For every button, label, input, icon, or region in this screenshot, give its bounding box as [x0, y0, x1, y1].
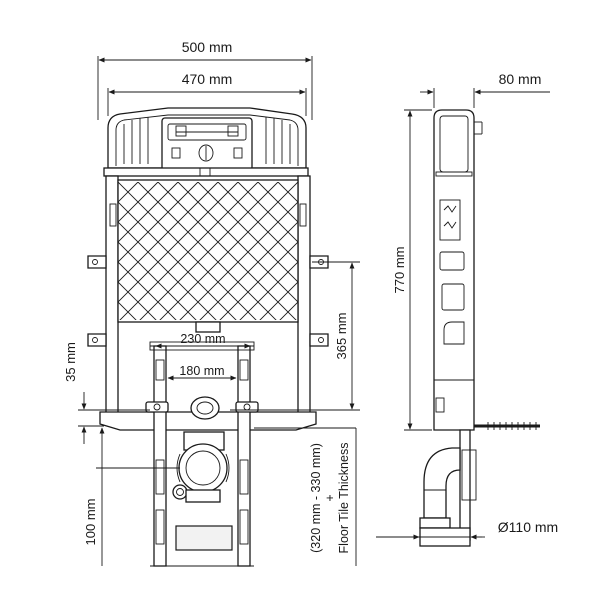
dim-365: 365 mm	[334, 313, 349, 360]
front-dimensions: 500 mm 470 mm 230 mm 180 mm 365 mm 35 mm…	[63, 39, 360, 566]
dim-180: 180 mm	[179, 364, 224, 378]
side-view	[419, 109, 540, 547]
dim-80: 80 mm	[499, 71, 542, 87]
left-wall-bracket-lower	[87, 333, 107, 347]
left-wall-bracket-upper	[87, 255, 107, 269]
dim-110: Ø110 mm	[498, 519, 558, 535]
dim-floor-range: (320 mm - 330 mm)	[309, 443, 323, 553]
dim-770: 770 mm	[392, 247, 407, 294]
flush-outlet	[190, 396, 220, 420]
dim-100: 100 mm	[83, 499, 98, 546]
right-wall-bracket-lower	[309, 333, 329, 347]
cistern-hatch	[118, 182, 298, 320]
dim-floor-plus: +	[323, 494, 337, 501]
dim-230: 230 mm	[180, 332, 225, 346]
frame-top-bar	[103, 167, 309, 177]
side-elbow-pipe	[423, 447, 461, 519]
side-dimensions: 80 mm 770 mm Ø110 mm	[376, 71, 558, 540]
dim-470: 470 mm	[182, 71, 233, 87]
flush-opening	[161, 117, 253, 171]
front-view	[87, 107, 329, 567]
dim-500: 500 mm	[182, 39, 233, 55]
frame-foot	[175, 525, 233, 551]
dim-35: 35 mm	[63, 342, 78, 382]
side-frame-leg	[459, 429, 471, 541]
dim-floor-tile: Floor Tile Thickness	[337, 443, 351, 554]
housing-ribs	[123, 117, 291, 164]
wc-bolts	[145, 401, 259, 413]
drain-small	[172, 484, 188, 500]
flush-valve	[198, 144, 214, 162]
cistern-body	[117, 179, 299, 323]
flush-pipe-stub	[195, 321, 221, 333]
